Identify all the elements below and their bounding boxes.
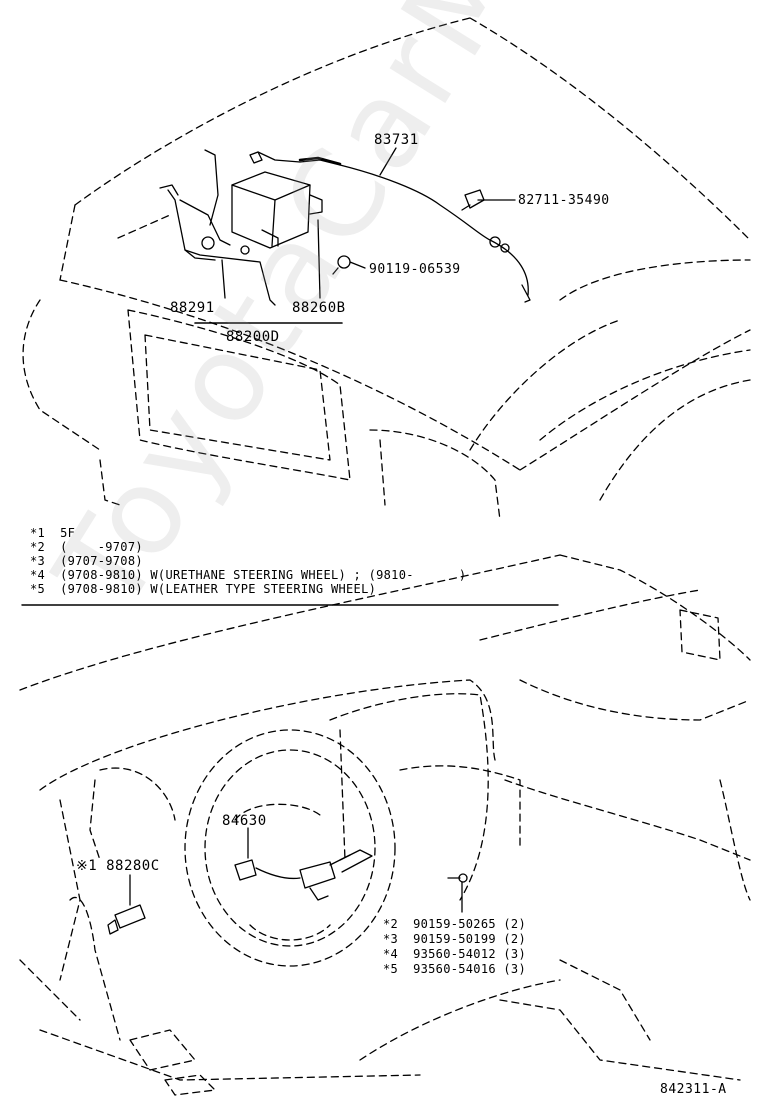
note-5: *5 (9708-9810) W(LEATHER TYPE STEERING W…	[30, 582, 377, 596]
bolt-label-5: *5 93560-54016 (3)	[383, 962, 526, 976]
upper-leader-lines	[194, 147, 516, 324]
figure-id: 842311-A	[660, 1082, 727, 1097]
part-label-83731: 83731	[374, 132, 419, 148]
steering-wheel-drawing	[184, 729, 396, 967]
part-label-88280C: ※1 88280C	[76, 858, 160, 874]
part-label-82711-35490: 82711-35490	[518, 193, 610, 208]
bolt-label-2: *2 90159-50265 (2)	[383, 917, 526, 931]
switch-84630-drawing	[234, 827, 373, 901]
part-label-88200D: 88200D	[226, 329, 280, 345]
part-label-84630: 84630	[222, 813, 267, 829]
pedal-drawing	[69, 897, 216, 1096]
note-1: *1 5F	[30, 526, 76, 540]
actuator-88260B-drawing	[231, 171, 323, 249]
screw-90119-drawing	[332, 255, 351, 275]
bracket-88291-drawing	[159, 149, 276, 306]
part-label-88291: 88291	[170, 300, 215, 316]
bolt-label-4: *4 93560-54012 (3)	[383, 947, 526, 961]
note-4: *4 (9708-9810) W(URETHANE STEERING WHEEL…	[30, 568, 467, 582]
switch-88280C-drawing	[107, 874, 146, 935]
screw-lower-drawing	[447, 873, 468, 913]
bolt-label-3: *3 90159-50199 (2)	[383, 932, 526, 946]
part-label-88260B: 88260B	[292, 300, 346, 316]
vehicle-front-outline	[22, 17, 751, 521]
note-2: *2 ( -9707)	[30, 540, 143, 554]
part-label-90119-06539: 90119-06539	[369, 262, 461, 277]
note-3: *3 (9707-9708)	[30, 554, 143, 568]
dashboard-outline	[19, 554, 751, 1081]
cable-83731-drawing	[249, 151, 531, 303]
